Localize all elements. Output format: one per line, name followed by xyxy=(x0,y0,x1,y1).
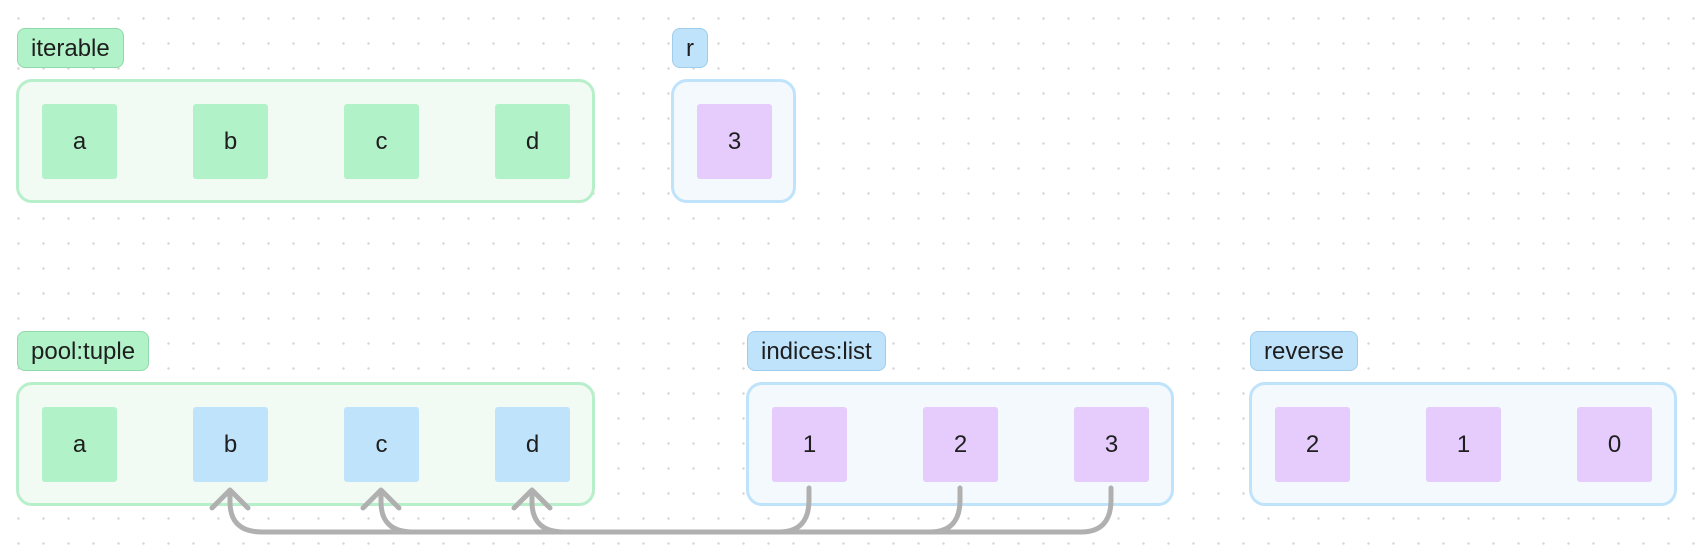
arrowhead-b xyxy=(209,487,251,511)
indices-frame: 1 2 3 xyxy=(746,382,1174,506)
iterable-cell: c xyxy=(344,104,419,179)
indices-cell: 3 xyxy=(1074,407,1149,482)
indices-label: indices:list xyxy=(747,331,886,371)
iterable-cell: d xyxy=(495,104,570,179)
iterable-label: iterable xyxy=(17,28,124,68)
r-value-cell: 3 xyxy=(697,104,772,179)
iterable-cell: a xyxy=(42,104,117,179)
iterable-cell: b xyxy=(193,104,268,179)
arrow-index-2-to-c xyxy=(378,485,963,535)
reverse-cell: 1 xyxy=(1426,407,1501,482)
arrowhead-c xyxy=(360,487,402,511)
pool-label: pool:tuple xyxy=(17,331,150,371)
pool-cell: c xyxy=(344,407,419,482)
pool-cell: b xyxy=(193,407,268,482)
reverse-cell: 0 xyxy=(1577,407,1652,482)
arrow-index-1-to-b xyxy=(227,485,812,535)
reverse-label: reverse xyxy=(1250,331,1359,371)
iterable-frame: a b c d xyxy=(16,79,595,203)
pool-frame: a b c d xyxy=(16,382,595,506)
indices-cell: 1 xyxy=(772,407,847,482)
arrowhead-d xyxy=(511,487,553,511)
pool-cell: a xyxy=(42,407,117,482)
r-label: r xyxy=(672,28,708,68)
arrow-index-3-to-d xyxy=(529,485,1114,535)
r-frame: 3 xyxy=(671,79,796,203)
indices-cell: 2 xyxy=(923,407,998,482)
reverse-frame: 2 1 0 xyxy=(1249,382,1677,506)
reverse-cell: 2 xyxy=(1275,407,1350,482)
pool-cell: d xyxy=(495,407,570,482)
